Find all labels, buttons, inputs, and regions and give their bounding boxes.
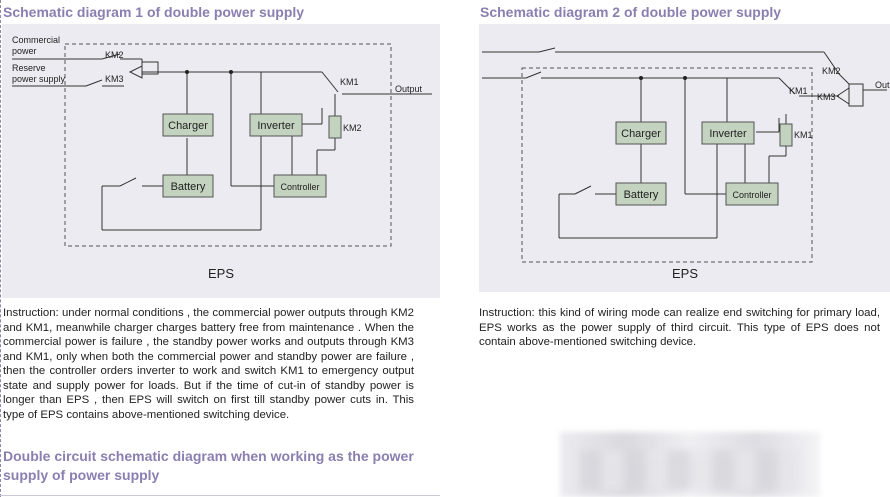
- km3-label-1: KM3: [105, 74, 124, 84]
- battery-box-2: [615, 182, 667, 206]
- diagram2-svg: Charger Inverter Battery Controller KM2 …: [482, 47, 890, 281]
- double-circuit-subtitle: Double circuit schematic diagram when wo…: [3, 448, 414, 483]
- section-divider: [0, 495, 440, 496]
- km1-coil-label-2: KM1: [794, 130, 813, 140]
- commercial-label-2: power: [12, 46, 37, 56]
- charger-label-2: Charger: [621, 128, 661, 140]
- diagram1-svg: Charger Inverter Battery Controller Comm…: [12, 35, 432, 281]
- charger-box-1: [162, 113, 214, 137]
- inverter-box-1: [249, 113, 303, 137]
- diagram1-panel: Charger Inverter Battery Controller Comm…: [2, 24, 440, 298]
- diagram2-panel: Charger Inverter Battery Controller KM2 …: [479, 24, 890, 292]
- charger-box-2: [615, 121, 667, 145]
- inverter-label-2: Inverter: [709, 128, 747, 140]
- page-left-border: [0, 0, 1, 497]
- reserve-label-1: Reserve: [12, 63, 46, 73]
- controller-label-2: Controller: [732, 190, 771, 200]
- commercial-label-1: Commercial: [12, 35, 60, 45]
- km1-label-2: KM1: [789, 86, 808, 96]
- km2-label-1: KM2: [105, 50, 124, 60]
- controller-box-1: [273, 174, 327, 198]
- charger-label-1: Charger: [168, 120, 208, 132]
- battery-label-2: Battery: [624, 189, 659, 201]
- km1-label-1: KM1: [340, 77, 359, 87]
- inverter-label-1: Inverter: [257, 120, 295, 132]
- blurred-image-detail: [580, 450, 800, 490]
- km1-coil-2: [779, 123, 793, 147]
- output-label-1: Output: [395, 84, 423, 94]
- km3-label-2: KM3: [817, 92, 836, 102]
- controller-box-2: [725, 182, 779, 206]
- km2-coil-label-1: KM2: [343, 123, 362, 133]
- inverter-box-2: [701, 121, 755, 145]
- eps-label-1: EPS: [208, 266, 234, 281]
- km2-coil-1: [328, 115, 342, 139]
- diagram1-instruction: Instruction: under normal conditions , t…: [3, 307, 414, 421]
- diagram1-title: Schematic diagram 1 of double power supp…: [3, 4, 305, 20]
- diagram2-title: Schematic diagram 2 of double power supp…: [480, 4, 782, 20]
- km2-label-2: KM2: [822, 66, 841, 76]
- output-label-2: Out: [875, 80, 890, 90]
- diagram2-instruction: Instruction: this kind of wiring mode ca…: [479, 307, 880, 348]
- controller-label-1: Controller: [280, 182, 319, 192]
- reserve-label-2: power supply: [12, 74, 66, 84]
- battery-box-1: [162, 174, 214, 198]
- eps-label-2: EPS: [672, 266, 698, 281]
- battery-label-1: Battery: [171, 181, 206, 193]
